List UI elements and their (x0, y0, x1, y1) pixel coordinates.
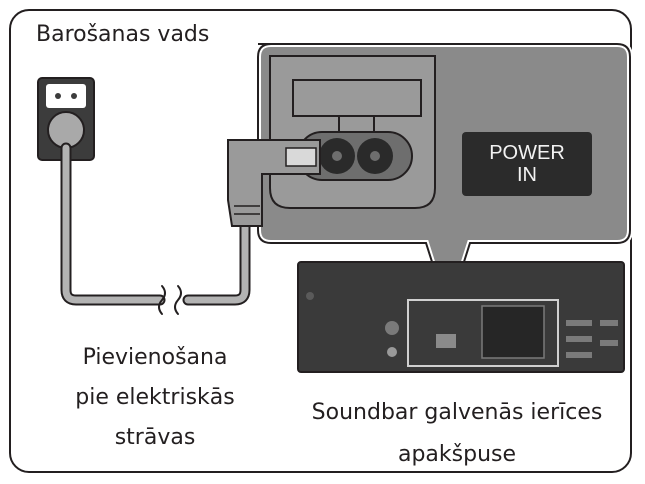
power-in-line2: IN (517, 164, 537, 186)
connect-caption-line1: Pievienošana (82, 345, 228, 370)
connect-caption-line2: pie elektriskās (75, 385, 235, 410)
location-caption: Soundbar galvenās ierīces apakšpuse (290, 392, 624, 476)
power-plug (227, 139, 321, 227)
location-caption-line2: apakšpuse (397, 442, 517, 467)
power-in-line1: POWER (489, 142, 565, 164)
connect-caption-line3: strāvas (114, 425, 196, 450)
diagram-title: Barošanas vads (36, 22, 210, 47)
location-caption-line1: Soundbar galvenās ierīces (311, 400, 603, 425)
power-in-label: POWER IN (462, 132, 592, 196)
power-cable (60, 142, 251, 315)
connect-caption: Pievienošana pie elektriskās strāvas (40, 338, 270, 458)
soundbar-underside (297, 261, 625, 373)
wall-outlet (37, 77, 95, 161)
